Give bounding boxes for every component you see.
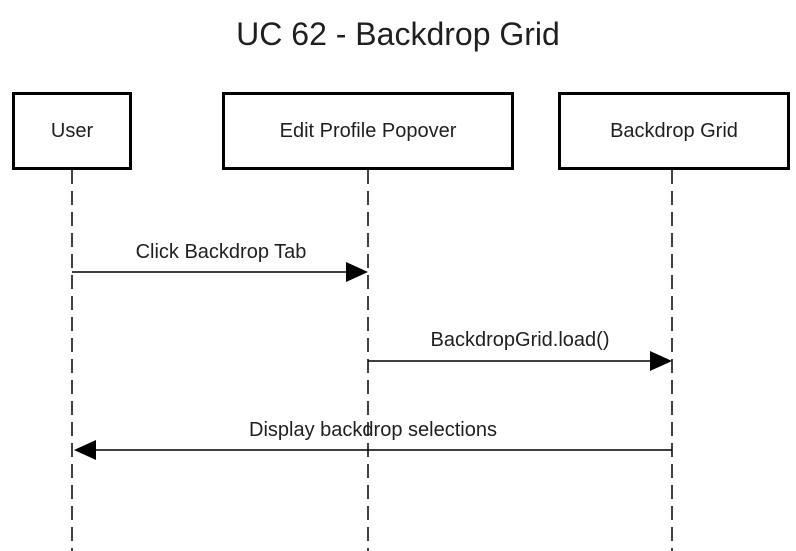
message-label: Click Backdrop Tab [135, 241, 307, 263]
message-label: Display backdrop selections [249, 419, 497, 441]
participant-backdrop-grid: Backdrop Grid [558, 92, 790, 170]
participant-label: User [50, 119, 94, 142]
arrowhead-right-icon [650, 351, 672, 371]
participant-label: Edit Profile Popover [279, 119, 457, 142]
arrowhead-right-icon [346, 262, 368, 282]
message-label: BackdropGrid.load() [430, 329, 610, 351]
participant-user: User [12, 92, 132, 170]
participant-label: Backdrop Grid [610, 119, 738, 142]
diagram-title: UC 62 - Backdrop Grid [236, 16, 560, 52]
participant-edit-profile-popover: Edit Profile Popover [222, 92, 514, 170]
arrowhead-left-icon [74, 440, 96, 460]
